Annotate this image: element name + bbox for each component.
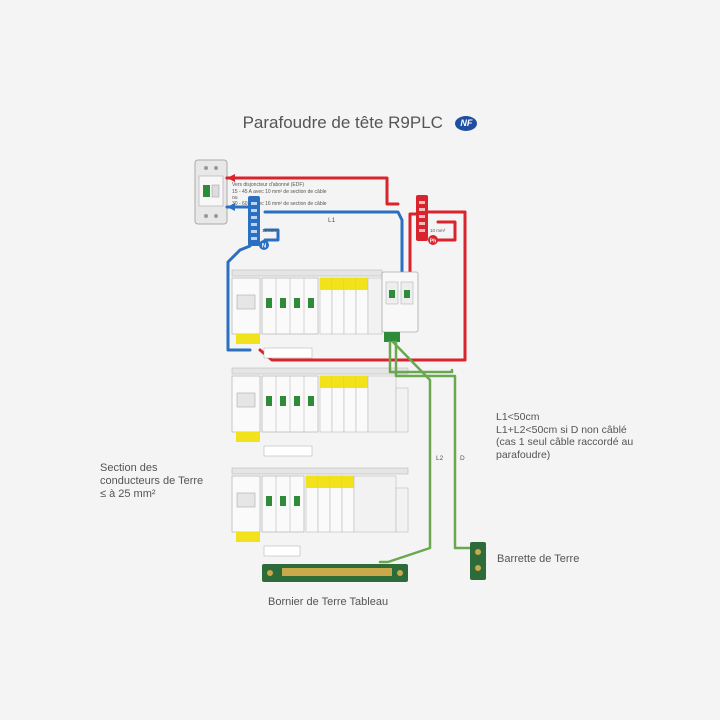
bornier-terre bbox=[262, 564, 408, 582]
earth-wires bbox=[378, 340, 476, 564]
edf-note: Vers disjoncteur d'abonné (EDF) bbox=[232, 182, 304, 188]
surge-protector bbox=[381, 271, 419, 342]
length-note-line: L1+L2<50cm si D non câblé bbox=[496, 423, 627, 436]
cable-note-2: 30 - 60 A avec 16 mm² de section de câbl… bbox=[232, 201, 327, 207]
length-note: L1<50cm L1+L2<50cm si D non câblé (cas 1… bbox=[496, 411, 666, 461]
terre-section-line: ≤ à 25 mm² bbox=[100, 488, 156, 500]
terre-section-note: Section des conducteurs de Terre ≤ à 25 … bbox=[100, 462, 220, 501]
neutral-badge: N bbox=[262, 244, 266, 250]
edf-breaker bbox=[194, 159, 228, 225]
page-title: Parafoudre de tête R9PLC bbox=[242, 113, 443, 132]
cable-note-ou: ou bbox=[232, 195, 238, 201]
panel-row-3 bbox=[231, 467, 409, 557]
title-row: Parafoudre de tête R9PLC NF bbox=[0, 113, 720, 133]
phase-arrow bbox=[227, 174, 235, 182]
terre-section-line: conducteurs de Terre bbox=[100, 475, 204, 487]
neutral-bar: N bbox=[248, 196, 269, 250]
panel-row-2 bbox=[231, 367, 409, 457]
phase-badge: Ph bbox=[430, 239, 436, 245]
phase-bar: Ph bbox=[416, 195, 438, 245]
bornier-label: Bornier de Terre Tableau bbox=[268, 596, 389, 608]
length-note-line: L1<50cm bbox=[496, 411, 540, 423]
cable-note-1: 15 - 45 A avec 10 mm² de section de câbl… bbox=[232, 189, 327, 195]
l1-label: L1 bbox=[328, 217, 336, 224]
length-note-line: parafoudre) bbox=[496, 448, 551, 461]
panel-row-1 bbox=[231, 269, 383, 359]
red-bar-note: 10 mm² bbox=[430, 228, 446, 233]
neutral-wires bbox=[225, 205, 404, 352]
terre-section-line: Section des bbox=[100, 462, 158, 474]
barrette-terre bbox=[470, 542, 486, 580]
d-label: D bbox=[460, 455, 465, 462]
blue-bar-note: 10 mm² bbox=[262, 228, 278, 233]
length-note-line: (cas 1 seul câble raccordé au bbox=[496, 436, 634, 448]
nf-logo: NF bbox=[455, 115, 478, 131]
barrette-label: Barrette de Terre bbox=[497, 553, 580, 565]
l2-label: L2 bbox=[436, 455, 444, 462]
